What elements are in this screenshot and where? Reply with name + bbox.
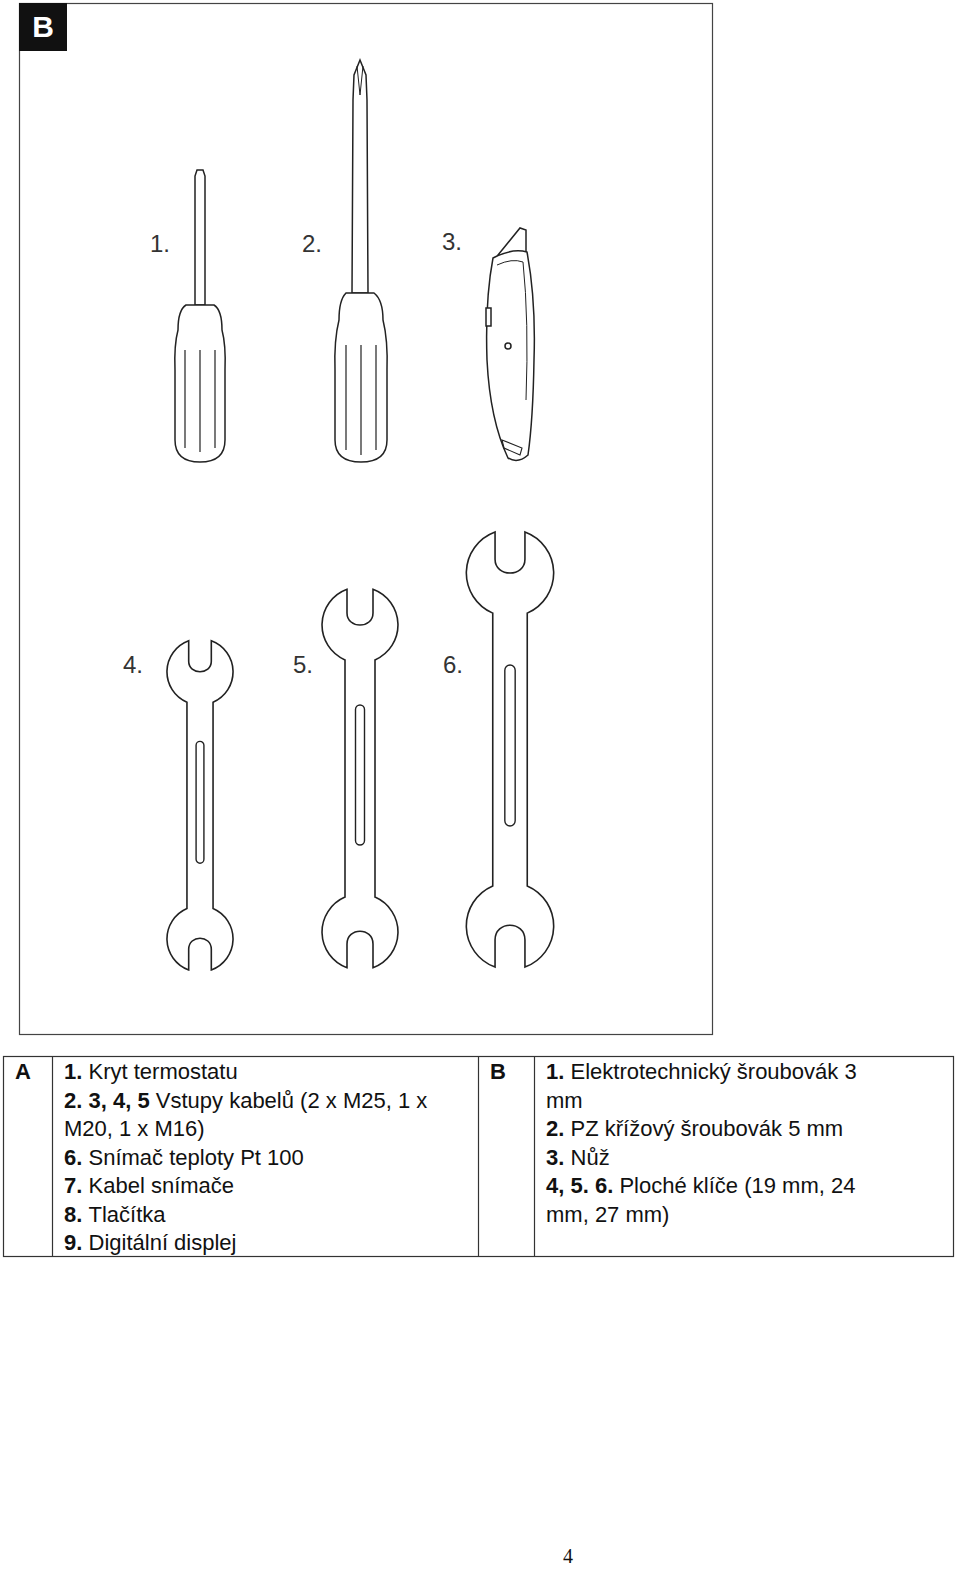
- table-column: 1. Kryt termostatu 2. 3, 4, 5Vstupy kabelů…: [64, 1058, 440, 1258]
- callout-number: 2.: [302, 230, 322, 258]
- item-text: Elektrotechnický šroubovák 3 mm: [546, 1059, 857, 1113]
- legend-item: 9. Digitální displej: [64, 1229, 440, 1258]
- table-column: 1.Elektrotechnický šroubovák 3 mm2.PZ kř…: [546, 1058, 884, 1229]
- item-number: 6.: [64, 1145, 82, 1170]
- item-number: 2.: [546, 1116, 564, 1141]
- legend-item: 3. Nůž: [546, 1144, 884, 1173]
- legend-item: 1. Kryt termostatu: [64, 1058, 440, 1087]
- item-number: 1.: [546, 1059, 564, 1084]
- legend-item: 1.Elektrotechnický šroubovák 3 mm: [546, 1058, 884, 1115]
- item-text: Snímač teploty Pt 100: [89, 1145, 304, 1170]
- item-text: Digitální displej: [89, 1230, 237, 1255]
- callout-number: 3.: [442, 228, 462, 256]
- item-number: 1.: [64, 1059, 82, 1084]
- item-text: Kryt termostatu: [89, 1059, 238, 1084]
- legend-item: 4, 5. 6.Ploché klíče (19 mm, 24 mm, 27 m…: [546, 1172, 884, 1229]
- item-number: 2. 3, 4, 5: [64, 1088, 150, 1113]
- callout-number: 5.: [293, 651, 313, 679]
- section-badge: B: [19, 3, 67, 51]
- badge-letter: B: [32, 10, 54, 44]
- page-number: 4: [563, 1545, 573, 1568]
- table-section-letter: A: [15, 1058, 31, 1087]
- item-text: Nůž: [571, 1145, 610, 1170]
- item-text: PZ křížový šroubovák 5 mm: [571, 1116, 844, 1141]
- legend-item: 8. Tlačítka: [64, 1201, 440, 1230]
- item-text: Tlačítka: [89, 1202, 166, 1227]
- legend-item: 6. Snímač teploty Pt 100: [64, 1144, 440, 1173]
- item-number: 8.: [64, 1202, 82, 1227]
- callout-number: 1.: [150, 230, 170, 258]
- legend-item: 7. Kabel snímače: [64, 1172, 440, 1201]
- item-number: 4, 5. 6.: [546, 1173, 613, 1198]
- table-section-letter: B: [490, 1058, 506, 1087]
- item-number: 9.: [64, 1230, 82, 1255]
- callout-number: 4.: [123, 651, 143, 679]
- legend-item: 2. 3, 4, 5Vstupy kabelů (2 x M25, 1 x M2…: [64, 1087, 440, 1144]
- item-text: Kabel snímače: [89, 1173, 235, 1198]
- callout-number: 6.: [443, 651, 463, 679]
- legend-item: 2. PZ křížový šroubovák 5 mm: [546, 1115, 884, 1144]
- item-number: 3.: [546, 1145, 564, 1170]
- item-number: 7.: [64, 1173, 82, 1198]
